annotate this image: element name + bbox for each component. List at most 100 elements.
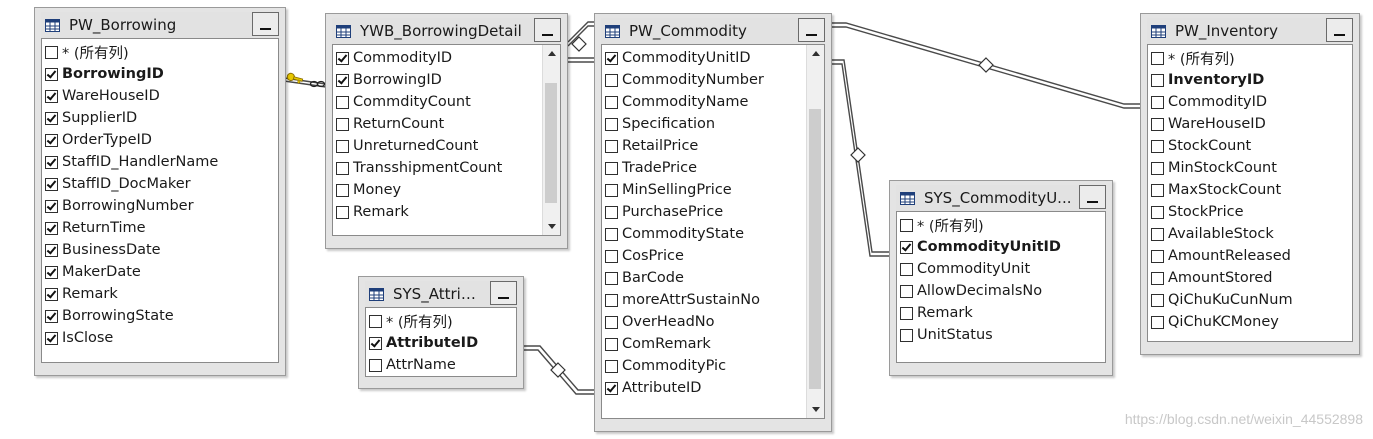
table-sys-commodityunit[interactable]: SYS_CommodityU... * (所有列)CommodityUnitID… bbox=[889, 180, 1113, 376]
column-row[interactable]: BorrowingID bbox=[333, 69, 560, 91]
column-checkbox[interactable] bbox=[900, 262, 913, 276]
column-checkbox[interactable] bbox=[605, 139, 618, 153]
column-row[interactable]: BorrowingNumber bbox=[42, 195, 278, 217]
column-checkbox[interactable] bbox=[1151, 73, 1164, 87]
relation-commodity-inventory[interactable] bbox=[832, 22, 1140, 109]
vertical-scrollbar[interactable] bbox=[806, 45, 824, 418]
column-row[interactable]: AmountReleased bbox=[1148, 245, 1352, 267]
column-row[interactable]: StaffID_DocMaker bbox=[42, 173, 278, 195]
column-checkbox[interactable] bbox=[45, 221, 58, 235]
column-row[interactable]: AttrName bbox=[366, 354, 516, 376]
relation-detail-commodity[interactable] bbox=[567, 21, 594, 63]
column-row[interactable]: Remark bbox=[897, 302, 1105, 324]
column-row[interactable]: ComRemark bbox=[602, 333, 824, 355]
column-checkbox[interactable] bbox=[45, 133, 58, 147]
column-checkbox[interactable] bbox=[605, 161, 618, 175]
column-checkbox[interactable] bbox=[45, 331, 58, 345]
column-row[interactable]: CommodityNumber bbox=[602, 69, 824, 91]
column-row[interactable]: CommodityName bbox=[602, 91, 824, 113]
column-checkbox[interactable] bbox=[45, 45, 58, 59]
column-checkbox[interactable] bbox=[369, 358, 382, 372]
column-row[interactable]: IsClose bbox=[42, 327, 278, 349]
column-checkbox[interactable] bbox=[1151, 227, 1164, 241]
column-checkbox[interactable] bbox=[605, 381, 618, 395]
column-checkbox[interactable] bbox=[1151, 139, 1164, 153]
scroll-thumb[interactable] bbox=[545, 83, 557, 203]
column-checkbox[interactable] bbox=[336, 95, 349, 109]
column-checkbox[interactable] bbox=[336, 117, 349, 131]
column-checkbox[interactable] bbox=[605, 51, 618, 65]
column-row[interactable]: Money bbox=[333, 179, 560, 201]
column-row[interactable]: WareHouseID bbox=[42, 85, 278, 107]
column-row[interactable]: TransshipmentCount bbox=[333, 157, 560, 179]
column-checkbox[interactable] bbox=[605, 73, 618, 87]
column-checkbox[interactable] bbox=[1151, 271, 1164, 285]
column-checkbox[interactable] bbox=[45, 199, 58, 213]
column-checkbox[interactable] bbox=[45, 89, 58, 103]
scroll-up-icon[interactable] bbox=[807, 45, 824, 62]
column-row[interactable]: Remark bbox=[42, 283, 278, 305]
column-row[interactable]: SupplierID bbox=[42, 107, 278, 129]
column-checkbox[interactable] bbox=[1151, 117, 1164, 131]
relation-commodity-unit[interactable] bbox=[832, 59, 892, 257]
column-checkbox[interactable] bbox=[336, 183, 349, 197]
column-checkbox[interactable] bbox=[336, 161, 349, 175]
column-checkbox[interactable] bbox=[605, 117, 618, 131]
column-row[interactable]: * (所有列) bbox=[1148, 47, 1352, 69]
column-checkbox[interactable] bbox=[1151, 205, 1164, 219]
minimize-button[interactable] bbox=[252, 12, 279, 36]
column-row[interactable]: * (所有列) bbox=[42, 41, 278, 63]
column-checkbox[interactable] bbox=[900, 218, 913, 232]
column-checkbox[interactable] bbox=[900, 240, 913, 254]
column-row[interactable]: StaffID_HandlerName bbox=[42, 151, 278, 173]
scroll-down-icon[interactable] bbox=[807, 401, 824, 418]
column-checkbox[interactable] bbox=[1151, 95, 1164, 109]
column-row[interactable]: CommdityCount bbox=[333, 91, 560, 113]
column-row[interactable]: AmountStored bbox=[1148, 267, 1352, 289]
column-row[interactable]: Remark bbox=[333, 201, 560, 223]
column-row[interactable]: StockCount bbox=[1148, 135, 1352, 157]
column-row[interactable]: TradePrice bbox=[602, 157, 824, 179]
column-checkbox[interactable] bbox=[900, 328, 913, 342]
column-row[interactable]: AttributeID bbox=[366, 332, 516, 354]
column-checkbox[interactable] bbox=[605, 183, 618, 197]
column-checkbox[interactable] bbox=[605, 249, 618, 263]
column-checkbox[interactable] bbox=[900, 306, 913, 320]
column-checkbox[interactable] bbox=[45, 111, 58, 125]
minimize-button[interactable] bbox=[1079, 185, 1106, 209]
column-checkbox[interactable] bbox=[605, 293, 618, 307]
column-checkbox[interactable] bbox=[336, 205, 349, 219]
column-row[interactable]: WareHouseID bbox=[1148, 113, 1352, 135]
scroll-down-icon[interactable] bbox=[543, 218, 560, 235]
column-row[interactable]: CommodityUnitID bbox=[897, 236, 1105, 258]
column-checkbox[interactable] bbox=[605, 205, 618, 219]
column-row[interactable]: UnreturnedCount bbox=[333, 135, 560, 157]
column-row[interactable]: UnitStatus bbox=[897, 324, 1105, 346]
column-checkbox[interactable] bbox=[1151, 51, 1164, 65]
column-checkbox[interactable] bbox=[45, 243, 58, 257]
column-checkbox[interactable] bbox=[45, 309, 58, 323]
column-row[interactable]: OrderTypeID bbox=[42, 129, 278, 151]
column-checkbox[interactable] bbox=[336, 139, 349, 153]
column-row[interactable]: CommodityPic bbox=[602, 355, 824, 377]
column-row[interactable]: CommodityID bbox=[333, 47, 560, 69]
column-row[interactable]: * (所有列) bbox=[897, 214, 1105, 236]
column-row[interactable]: StockPrice bbox=[1148, 201, 1352, 223]
minimize-button[interactable] bbox=[798, 18, 825, 42]
column-checkbox[interactable] bbox=[336, 51, 349, 65]
column-row[interactable]: BorrowingID bbox=[42, 63, 278, 85]
column-row[interactable]: MakerDate bbox=[42, 261, 278, 283]
column-row[interactable]: MinStockCount bbox=[1148, 157, 1352, 179]
column-row[interactable]: AvailableStock bbox=[1148, 223, 1352, 245]
column-row[interactable]: MinSellingPrice bbox=[602, 179, 824, 201]
column-checkbox[interactable] bbox=[1151, 315, 1164, 329]
column-row[interactable]: CommodityState bbox=[602, 223, 824, 245]
column-row[interactable]: BorrowingState bbox=[42, 305, 278, 327]
column-row[interactable]: BusinessDate bbox=[42, 239, 278, 261]
vertical-scrollbar[interactable] bbox=[542, 45, 560, 235]
scroll-thumb[interactable] bbox=[809, 109, 821, 389]
column-row[interactable]: InventoryID bbox=[1148, 69, 1352, 91]
column-row[interactable]: PurchasePrice bbox=[602, 201, 824, 223]
